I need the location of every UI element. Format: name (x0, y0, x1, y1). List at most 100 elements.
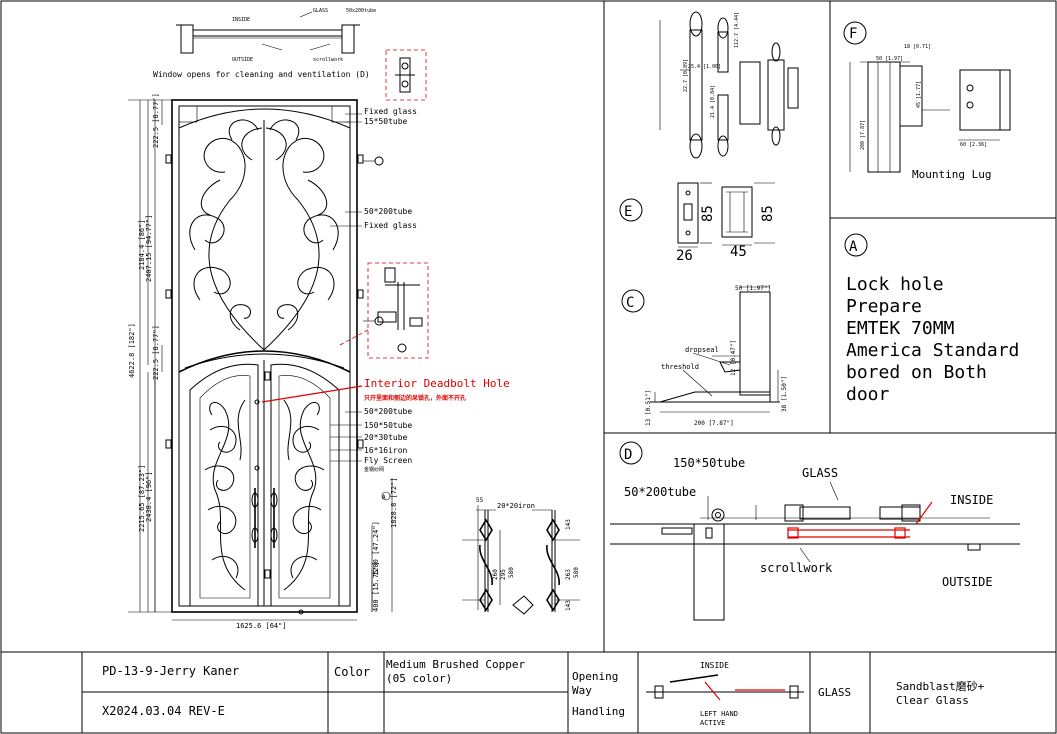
panel-f-dim-60: 60 [2.36] (960, 142, 987, 148)
label-fly-screen-cn: 金钢纱网 (364, 466, 384, 473)
panel-d-glass: GLASS (802, 466, 838, 480)
dim-400: 400 [15.75"] (372, 561, 380, 612)
top-outside-label: OUTSIDE (232, 57, 253, 63)
panel-a-letter: A (849, 239, 858, 255)
hinge-dim-4: 112.7 [4.44] (734, 12, 740, 48)
panel-d-outside: OUTSIDE (942, 575, 993, 589)
top-glass-label: GLASS (313, 8, 328, 14)
handle-dim-263: 263 (565, 569, 572, 580)
panel-a-line-4: America Standard (846, 340, 1019, 361)
label-fly-screen: Fly Screen (364, 456, 412, 465)
panel-c-drawing (621, 286, 780, 413)
window-note: Window opens for cleaning and ventilatio… (153, 70, 370, 79)
panel-d-inside: INSIDE (950, 493, 993, 507)
title-opening-1: Opening (572, 670, 618, 683)
dim-width: 1625.6 [64"] (236, 622, 287, 630)
handle-dim-55: 55 (476, 497, 484, 504)
dim-1200: 1200 [47.24"] (372, 521, 380, 576)
panel-f-dim-45: 45 [1.77] (916, 81, 922, 108)
panel-f-label: Mounting Lug (912, 168, 991, 181)
title-revision: X2024.03.04 REV-E (102, 704, 225, 718)
panel-d-letter: D (624, 447, 632, 463)
mark-a: A (382, 494, 386, 501)
panel-a-drawing (844, 233, 868, 257)
title-opening-3: Handling (572, 705, 625, 718)
title-opening-left-2: ACTIVE (700, 719, 725, 727)
label-tube-150x50: 150*50tube (364, 421, 412, 430)
title-opening-2: Way (572, 684, 592, 697)
title-color-label: Color (334, 665, 370, 679)
handle-dim-260: 260 (492, 569, 499, 580)
panel-e-drawing (619, 182, 775, 248)
panel-d-tube150: 150*50tube (673, 456, 745, 470)
panel-c-letter: C (626, 295, 634, 311)
handle-dim-295: 295 (500, 569, 507, 580)
panel-d-tube50: 50*200tube (624, 485, 696, 499)
dim-2184: 2184.4 [86"] (138, 219, 146, 270)
label-tube-15x50: 15*50tube (364, 117, 408, 126)
hinge-drawing (659, 11, 799, 159)
top-inside-label: INSIDE (232, 17, 250, 23)
panel-c-dim-50: 50 [1.97"] (735, 285, 771, 292)
transom-section-detail (339, 262, 429, 359)
dimension-lines (128, 99, 393, 621)
panel-a-line-5: bored on Both (846, 362, 987, 383)
panel-c-threshold: threshold (661, 363, 699, 371)
dim-2215: 2215.65 [87.23"] (138, 465, 146, 532)
panel-f-drawing (843, 21, 1011, 173)
panel-e-dim-85a: 85 (700, 205, 716, 222)
panel-c-dropseal: dropseal (685, 346, 719, 354)
panel-c-dim-38: 38 [1.50"] (781, 376, 788, 412)
top-tube-label: 50x200tube (346, 8, 376, 14)
panel-d-drawing (610, 441, 1020, 621)
label-deadbolt: Interior Deadbolt Hole (364, 377, 510, 390)
dim-1828: 1828.8 [72"] (390, 477, 398, 528)
panel-a-line-2: Prepare (846, 296, 922, 317)
panel-c-dim-13: 13 [0.51"] (645, 390, 652, 426)
top-plan-view (176, 11, 360, 54)
dim-4622: 4622.8 [182"] (128, 323, 136, 378)
top-scrollwork-label: scrollwork (313, 57, 343, 63)
title-color-value-1: Medium Brushed Copper (386, 658, 525, 671)
dim-222-top: 222.5 [8.77"] (152, 93, 160, 148)
title-glass-label: GLASS (818, 686, 851, 699)
panel-a-line-6: door (846, 384, 890, 405)
handle-dim-143b: 143 (565, 600, 572, 611)
hinge-dim-2: 25.4 [1.00] (688, 64, 721, 70)
transom-detail-sketch (385, 49, 427, 101)
title-glass-value-1: Sandblast磨砂+ (896, 680, 985, 693)
label-tube-20x30: 20*30tube (364, 433, 408, 442)
handle-detail (462, 505, 580, 615)
panel-e-dim-85b: 85 (760, 205, 776, 222)
dim-2407: 2407.15 [94.77"] (145, 215, 153, 282)
title-opening-left-1: LEFT HAND (700, 710, 738, 718)
label-deadbolt-cn: 只开里面和侧边的呆锁孔，外面不开孔 (364, 394, 466, 402)
panel-f-dim-18: 18 [0.71] (904, 44, 931, 50)
title-code: PD-13-9-Jerry Kaner (102, 664, 239, 678)
panel-e-letter: E (624, 204, 632, 220)
panel-d-scrollwork: scrollwork (760, 561, 833, 575)
label-fixed-glass-top: Fixed glass (364, 107, 417, 116)
panel-f-dim-50: 50 [1.97] (876, 56, 903, 62)
title-block-grid (81, 652, 871, 733)
panel-a-line-1: Lock hole (846, 274, 944, 295)
handle-iron-label: 20*20iron (497, 502, 535, 510)
label-fixed-glass-mid: Fixed glass (364, 221, 417, 230)
door-label-leaders (330, 113, 362, 462)
handle-dim-143a: 143 (565, 519, 572, 530)
panel-f-dim-200: 200 [7.87] (860, 120, 866, 150)
panel-e-dim-45: 45 (730, 244, 747, 260)
label-iron-16: 16*16iron (364, 446, 408, 455)
panel-a-line-3: EMTEK 70MM (846, 318, 955, 339)
title-color-value-2: (05 color) (386, 672, 452, 685)
dim-222-mid: 222.5 [8.77"] (152, 325, 160, 380)
panel-c-dim-200: 200 [7.87"] (694, 420, 734, 427)
label-tube-50x200-b: 50*200tube (364, 407, 412, 416)
title-glass-value-2: Clear Glass (896, 694, 969, 707)
hinge-dim-1: 22.7 [0.89] (683, 59, 689, 92)
panel-c-dim-12: 12 [0.47"] (730, 340, 737, 376)
dim-2438: 2438.4 [96"] (145, 471, 153, 522)
title-opening-inside: INSIDE (700, 661, 729, 670)
hinge-dim-3: 21.4 [0.84] (710, 85, 716, 118)
